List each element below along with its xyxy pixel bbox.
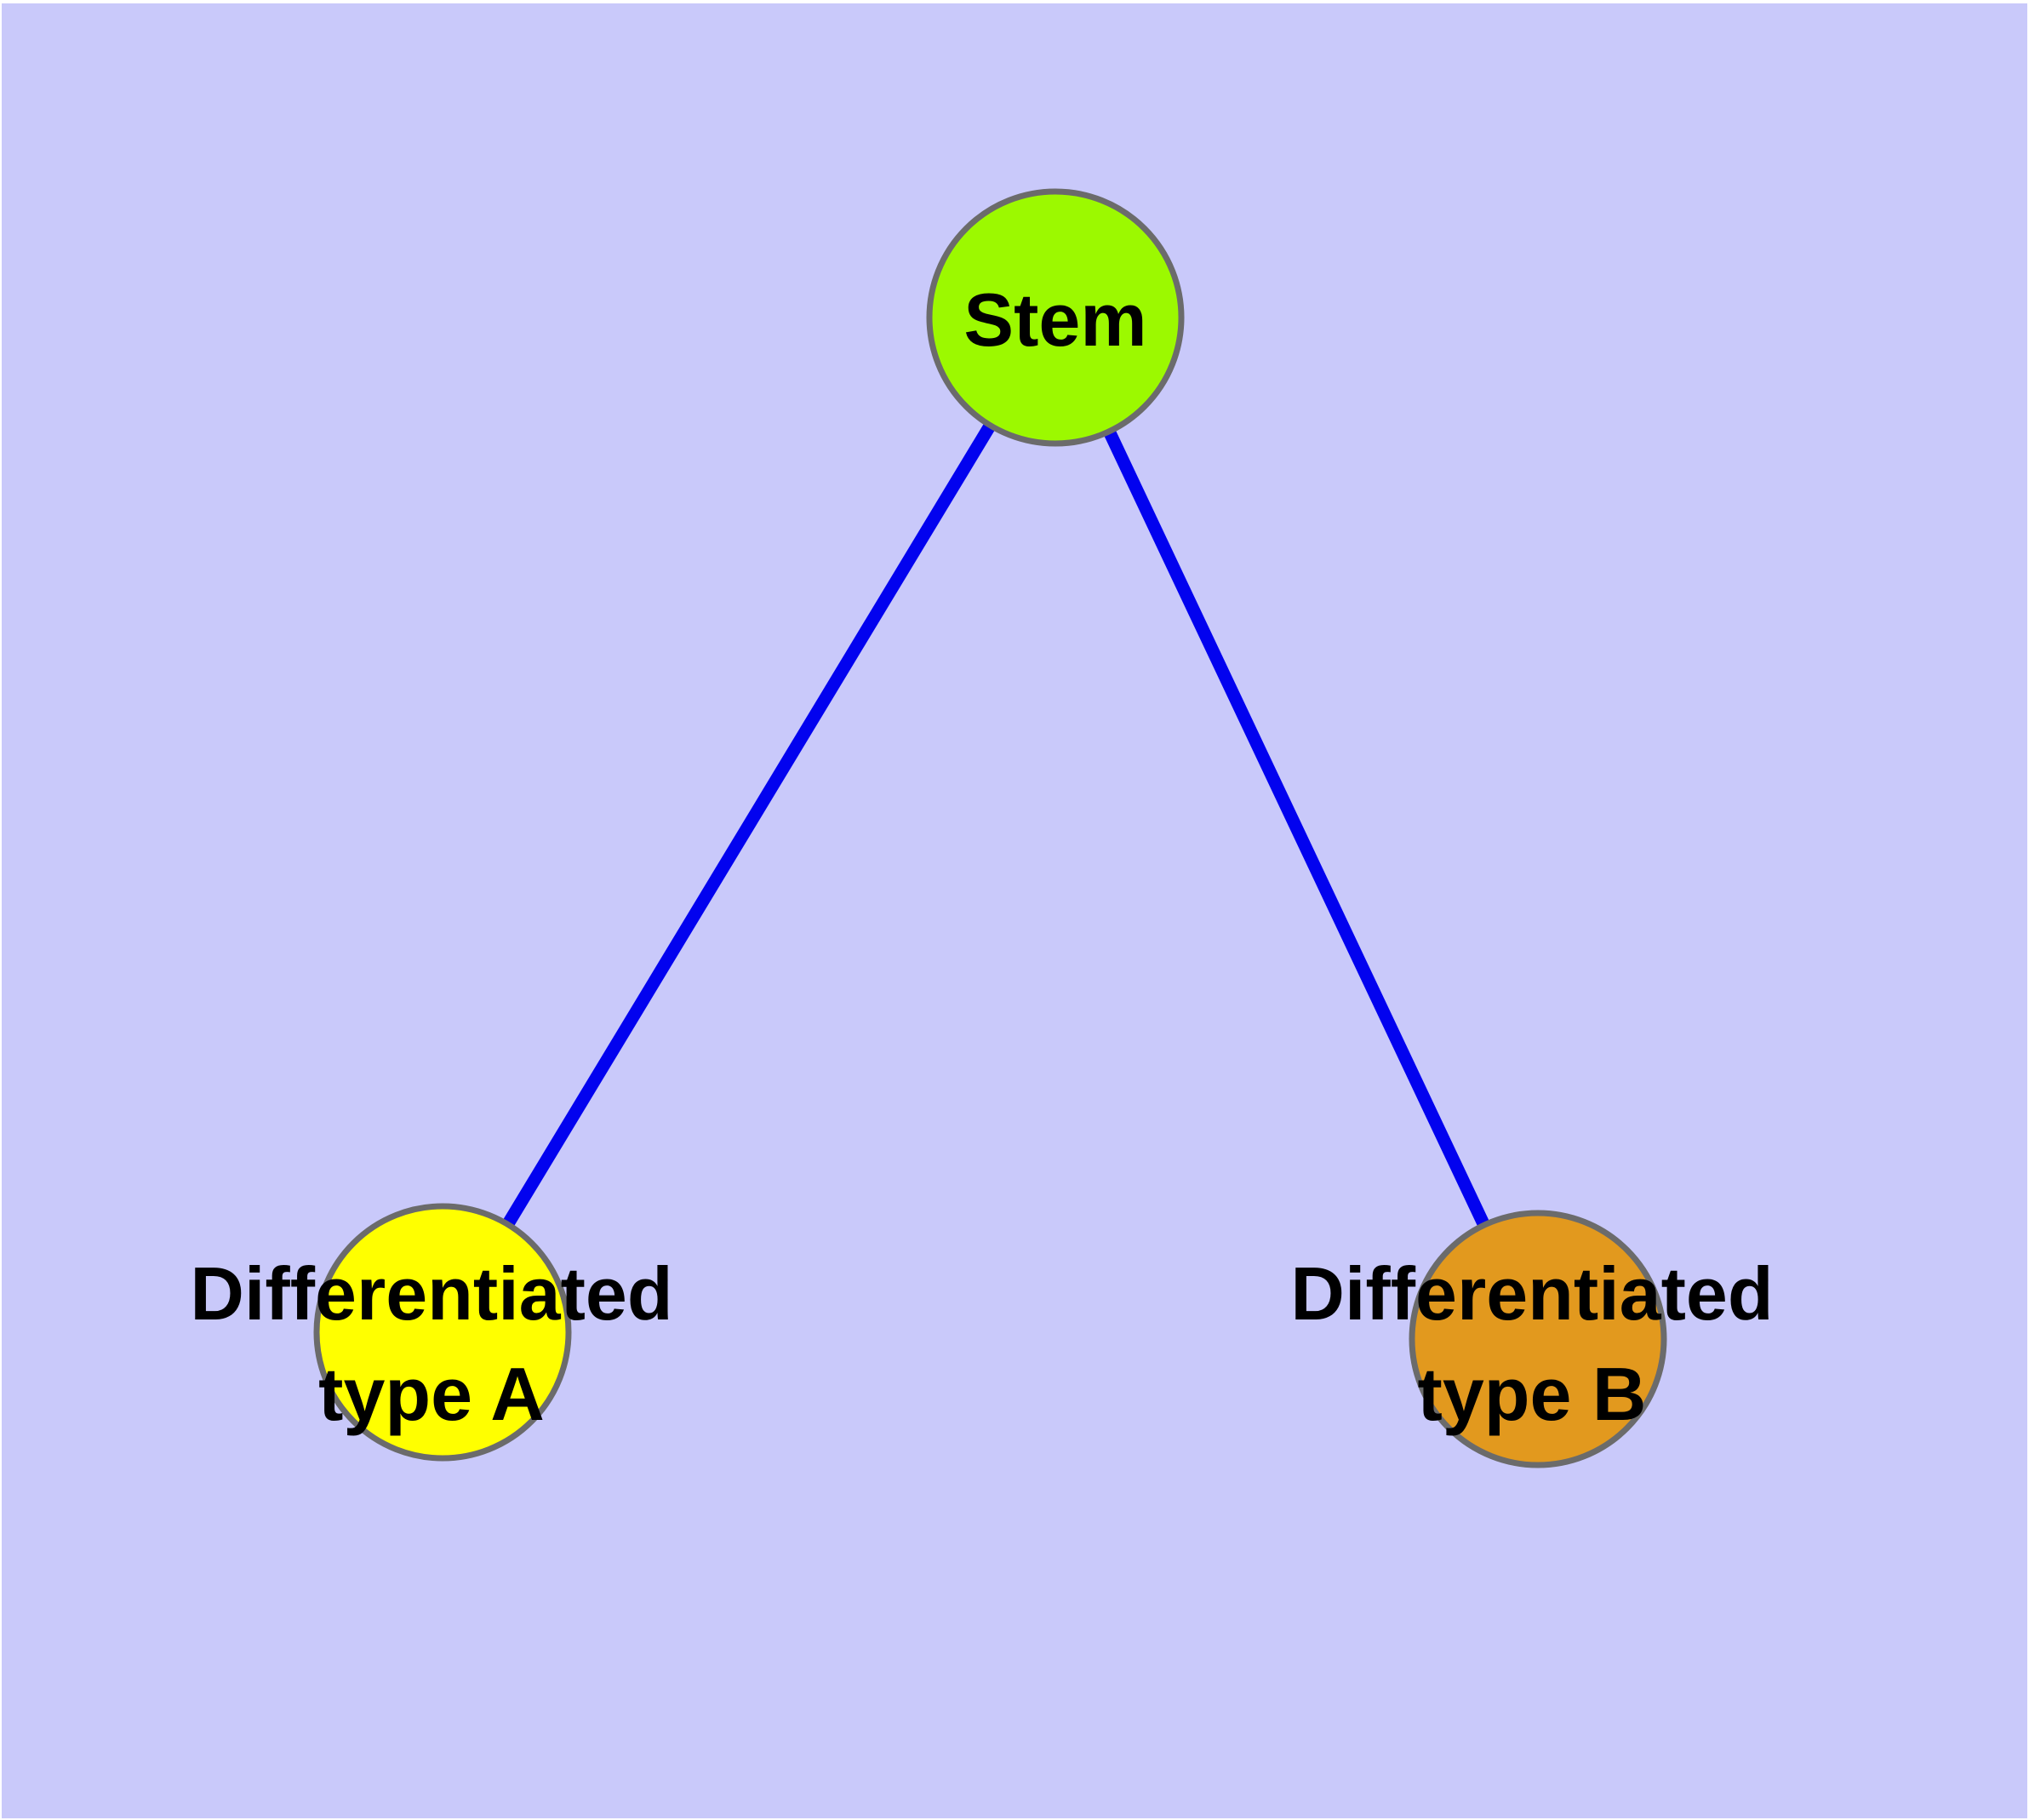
node-type-b-label-line1: Differentiated	[1290, 1251, 1773, 1336]
node-type-a-label-line2: type A	[318, 1352, 545, 1436]
node-type-a-circle	[313, 1203, 572, 1462]
edge-stem-to-type-a	[437, 314, 1061, 1336]
node-stem-label: Stem	[963, 278, 1146, 362]
edge-stem-to-type-b	[1049, 314, 1544, 1342]
node-type-a-label-line1: Differentiated	[190, 1251, 672, 1336]
node-type-b-label-line2: type B	[1418, 1352, 1647, 1436]
node-type-b-circle	[1409, 1210, 1667, 1468]
node-stem-circle	[926, 188, 1185, 447]
